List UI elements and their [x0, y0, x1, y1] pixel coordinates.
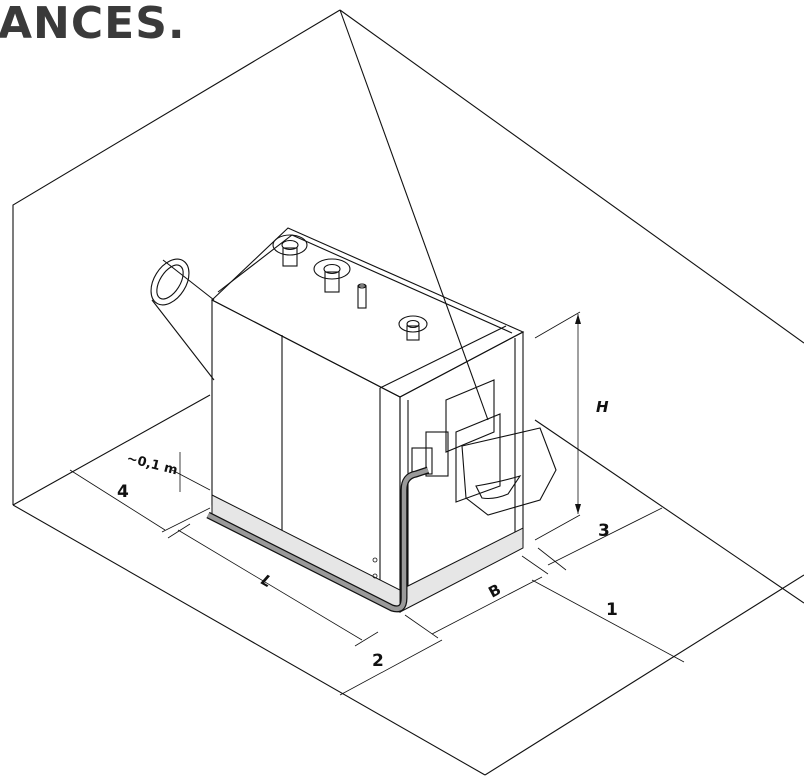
dimension-1 — [531, 579, 685, 663]
clearance-3-label: 3 — [598, 521, 610, 541]
dimension-3 — [537, 507, 663, 571]
dimension-h — [534, 311, 581, 541]
height-label: H — [596, 398, 609, 416]
clearance-2-label: 2 — [372, 651, 384, 671]
boiler-body — [211, 227, 525, 613]
gap-label: ~0,1 m — [125, 451, 179, 478]
gas-pipe — [206, 466, 430, 613]
flue-pipe — [150, 258, 215, 381]
dimension-4 — [69, 469, 211, 533]
dimension-gap — [171, 452, 211, 492]
room-walls — [12, 9, 804, 776]
length-label: L — [258, 571, 275, 591]
clearance-1-label: 1 — [606, 600, 618, 620]
flange-connections — [272, 234, 428, 341]
dimension-b — [404, 555, 549, 639]
clearance-4-label: 4 — [117, 482, 129, 502]
dimension-2 — [339, 639, 443, 696]
dimension-l — [167, 523, 379, 647]
burner-unit — [411, 379, 557, 516]
page-heading: ANCES. — [0, 0, 186, 49]
